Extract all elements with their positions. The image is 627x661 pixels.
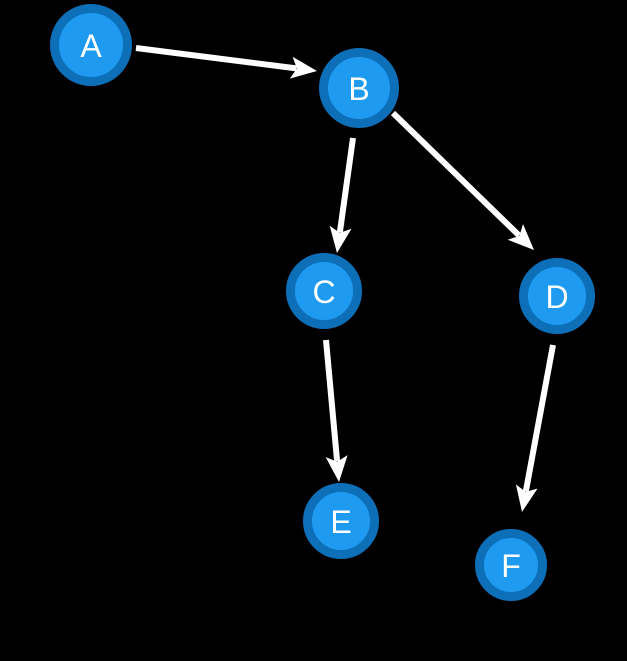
node-circle[interactable]: [286, 253, 362, 329]
node-a[interactable]: A: [50, 4, 132, 86]
nodes-layer: A B C D E F: [50, 4, 595, 601]
node-circle[interactable]: [50, 4, 132, 86]
arrow-head-icon: [289, 56, 317, 79]
edge-b-d: [390, 110, 534, 250]
node-label: C: [312, 274, 335, 310]
edges-layer: [135, 45, 556, 512]
node-circle[interactable]: [319, 48, 399, 128]
node-e[interactable]: E: [303, 483, 379, 559]
arrow-head-icon: [507, 223, 534, 250]
edge-a-b: [135, 45, 317, 79]
node-d[interactable]: D: [519, 258, 595, 334]
node-label: D: [545, 279, 568, 315]
edge-shaft: [323, 339, 341, 462]
edge-shaft: [390, 110, 522, 238]
edge-c-e: [323, 339, 348, 482]
node-circle[interactable]: [519, 258, 595, 334]
arrow-head-icon: [325, 455, 348, 482]
edge-shaft: [336, 137, 356, 233]
node-circle[interactable]: [303, 483, 379, 559]
node-circle[interactable]: [475, 529, 547, 601]
node-label: F: [501, 548, 521, 584]
node-label: A: [80, 28, 102, 64]
node-f[interactable]: F: [475, 529, 547, 601]
arrow-head-icon: [329, 225, 352, 253]
node-b[interactable]: B: [319, 48, 399, 128]
node-label: B: [348, 71, 369, 107]
node-c[interactable]: C: [286, 253, 362, 329]
edge-shaft: [135, 45, 297, 72]
edge-d-f: [515, 344, 556, 512]
node-label: E: [330, 504, 351, 540]
arrow-head-icon: [515, 484, 538, 512]
edge-b-c: [329, 137, 356, 253]
edge-shaft: [522, 344, 556, 493]
